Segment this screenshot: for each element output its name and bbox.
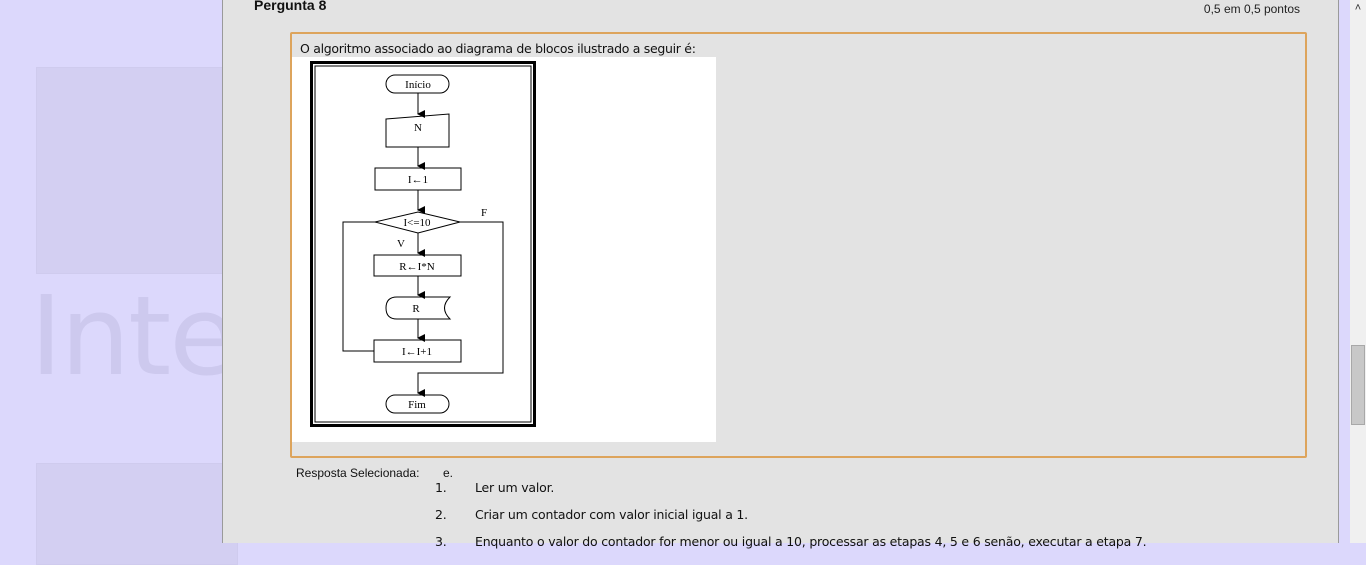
false-label: F [481, 207, 487, 219]
loop-back-line [342, 221, 375, 352]
question-panel: Pergunta 8 0,5 em 0,5 pontos O algoritmo… [222, 0, 1339, 549]
step-text: Criar um contador com valor inicial igua… [475, 507, 748, 522]
input-label: N [414, 122, 422, 134]
watermark-logo [36, 67, 238, 274]
scroll-up-arrow-icon[interactable]: ˄ [1354, 2, 1362, 14]
question-prompt: O algoritmo associado ao diagrama de blo… [300, 41, 696, 56]
step-number: 3. [435, 534, 447, 549]
selected-answer-label: Resposta Selecionada: [296, 466, 420, 480]
step-text: Enquanto o valor do contador for menor o… [475, 534, 1147, 549]
condition-label: I<=10 [403, 217, 431, 229]
output-label: R [412, 303, 420, 315]
vertical-scrollbar[interactable]: ˄ [1350, 0, 1366, 543]
input-shape [385, 113, 450, 148]
increment-label: I←I+1 [402, 346, 432, 358]
question-box: O algoritmo associado ao diagrama de blo… [290, 32, 1307, 458]
frame-outer [310, 61, 536, 427]
display-shape [385, 296, 452, 320]
step-text: Ler um valor. [475, 480, 555, 495]
start-label: Início [405, 79, 431, 91]
scrollbar-thumb[interactable] [1351, 345, 1365, 425]
frame-inner [314, 65, 532, 423]
process-label: R←I*N [399, 261, 435, 273]
false-branch-line [417, 221, 504, 397]
flowchart-diagram: Início N I←1 I<=10 F V R←I*N R I←I+1 Fim [310, 61, 536, 427]
watermark-logo [36, 463, 238, 565]
init-label: I←1 [408, 174, 428, 186]
selected-answer-letter: e. [443, 466, 454, 480]
question-title: Pergunta 8 [254, 0, 327, 13]
flowchart-image: Início N I←1 I<=10 F V R←I*N R I←I+1 Fim [292, 57, 716, 442]
step-number: 2. [435, 507, 447, 522]
watermark-text: Inte [30, 272, 237, 400]
end-label: Fim [408, 399, 426, 411]
true-label: V [397, 238, 405, 250]
step-number: 1. [435, 480, 447, 495]
question-points: 0,5 em 0,5 pontos [1203, 2, 1300, 16]
